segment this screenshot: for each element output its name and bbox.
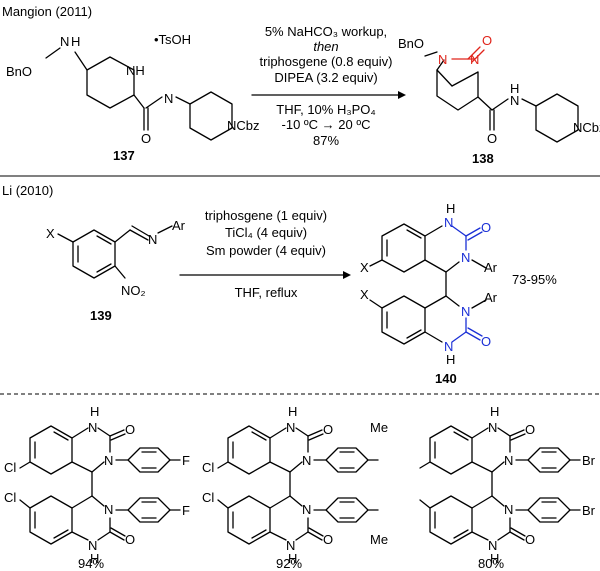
ar-label: Ar <box>172 218 186 233</box>
x-label: X <box>360 260 369 275</box>
h-label: H <box>90 551 99 566</box>
conditions-2: triphosgene (1 equiv) TiCl₄ (4 equiv) Sm… <box>205 208 327 300</box>
ar-label: Ar <box>484 260 498 275</box>
left-substituent: Cl <box>4 490 16 505</box>
aryl-substituent: Me <box>370 532 388 547</box>
aryl-substituent: F <box>182 503 190 518</box>
compound-number-140: 140 <box>435 371 457 386</box>
h-label: H <box>446 352 455 367</box>
n-label: N <box>461 304 470 319</box>
ar-label: Ar <box>484 290 498 305</box>
reaction-arrow-2 <box>179 271 351 279</box>
n-label: N <box>88 538 97 553</box>
compound-number-139: 139 <box>90 308 112 323</box>
example-compound-94: H N O N N N H O <box>19 404 181 566</box>
condition-line: DIPEA (3.2 equiv) <box>274 70 377 85</box>
yield-label: 92% <box>276 556 302 571</box>
amide-n-label: N <box>510 93 519 108</box>
o-label: O <box>125 532 135 547</box>
o-label: O <box>481 334 491 349</box>
n-label: N <box>461 250 470 265</box>
x-label: X <box>46 226 55 241</box>
no2-label: NO₂ <box>121 283 146 298</box>
h-label: H <box>446 201 455 216</box>
compound-140: H N O N Ar X X N Ar N H O 73-95% 140 <box>360 201 557 386</box>
o-label: O <box>125 422 135 437</box>
amide-n-label: N <box>164 91 173 106</box>
condition-line: THF, 10% H₃PO₄ <box>276 102 375 117</box>
n-label: N <box>148 232 157 247</box>
condition-line: triphosgene (0.8 equiv) <box>260 54 393 69</box>
n-label: N <box>104 453 113 468</box>
compound-137: N H BnO NH N O NCbz •TsOH 137 <box>6 32 260 163</box>
ncbz-label: NCbz <box>573 120 600 135</box>
n-label: N <box>60 34 69 49</box>
section1-heading: Mangion (2011) <box>2 4 92 19</box>
aryl-substituent: Br <box>582 453 596 468</box>
example-labels-2: Cl Cl Me Me 92% <box>202 420 388 571</box>
n-right-label: N <box>470 52 479 67</box>
example-compound-80 <box>419 403 581 567</box>
example-labels-3: Br Br 80% <box>478 453 596 571</box>
condition-line: Sm powder (4 equiv) <box>206 243 326 258</box>
n-left-label: N <box>438 52 447 67</box>
n-label: N <box>88 420 97 435</box>
yield-label: 73-95% <box>512 272 557 287</box>
bno-label: BnO <box>6 64 32 79</box>
bno-label: BnO <box>398 36 424 51</box>
condition-line: 87% <box>313 133 339 148</box>
o-label: O <box>141 131 151 146</box>
h-label: H <box>71 34 80 49</box>
left-substituent: Cl <box>202 490 214 505</box>
nh-label: NH <box>126 63 145 78</box>
condition-line: TiCl₄ (4 equiv) <box>225 225 307 240</box>
n-label: N <box>444 339 453 354</box>
aryl-substituent: Br <box>582 503 596 518</box>
amide-o-label: O <box>487 131 497 146</box>
reaction-arrow-1 <box>251 91 406 99</box>
o-label: O <box>481 220 491 235</box>
compound-number-138: 138 <box>472 151 494 166</box>
section2-heading: Li (2010) <box>2 183 53 198</box>
left-substituent: Cl <box>4 460 16 475</box>
salt-label: •TsOH <box>154 32 191 47</box>
amide-h-label: H <box>510 81 519 96</box>
compound-number-137: 137 <box>113 148 135 163</box>
condition-line: triphosgene (1 equiv) <box>205 208 327 223</box>
ncbz-label: NCbz <box>227 118 260 133</box>
yield-label: 94% <box>78 556 104 571</box>
compound-138: BnO N N O H N O NCbz 138 <box>398 33 600 166</box>
aryl-substituent: F <box>182 453 190 468</box>
conditions-1: 5% NaHCO₃ workup, then triphosgene (0.8 … <box>260 24 393 148</box>
condition-line: -10 ºC → 20 ºC <box>282 117 371 132</box>
yield-label: 80% <box>478 556 504 571</box>
compound-139: X N Ar NO₂ 139 <box>46 218 186 323</box>
example-compound-92 <box>217 403 379 567</box>
h-label: H <box>90 404 99 419</box>
n-label: N <box>104 502 113 517</box>
n-label: N <box>444 215 453 230</box>
x-label: X <box>360 287 369 302</box>
condition-line: 5% NaHCO₃ workup, <box>265 24 387 39</box>
condition-line: THF, reflux <box>235 285 298 300</box>
left-substituent: Cl <box>202 460 214 475</box>
carbonyl-o-label: O <box>482 33 492 48</box>
aryl-substituent: Me <box>370 420 388 435</box>
example-labels-1: Cl Cl F F 94% <box>4 453 190 571</box>
condition-line: then <box>313 39 338 54</box>
